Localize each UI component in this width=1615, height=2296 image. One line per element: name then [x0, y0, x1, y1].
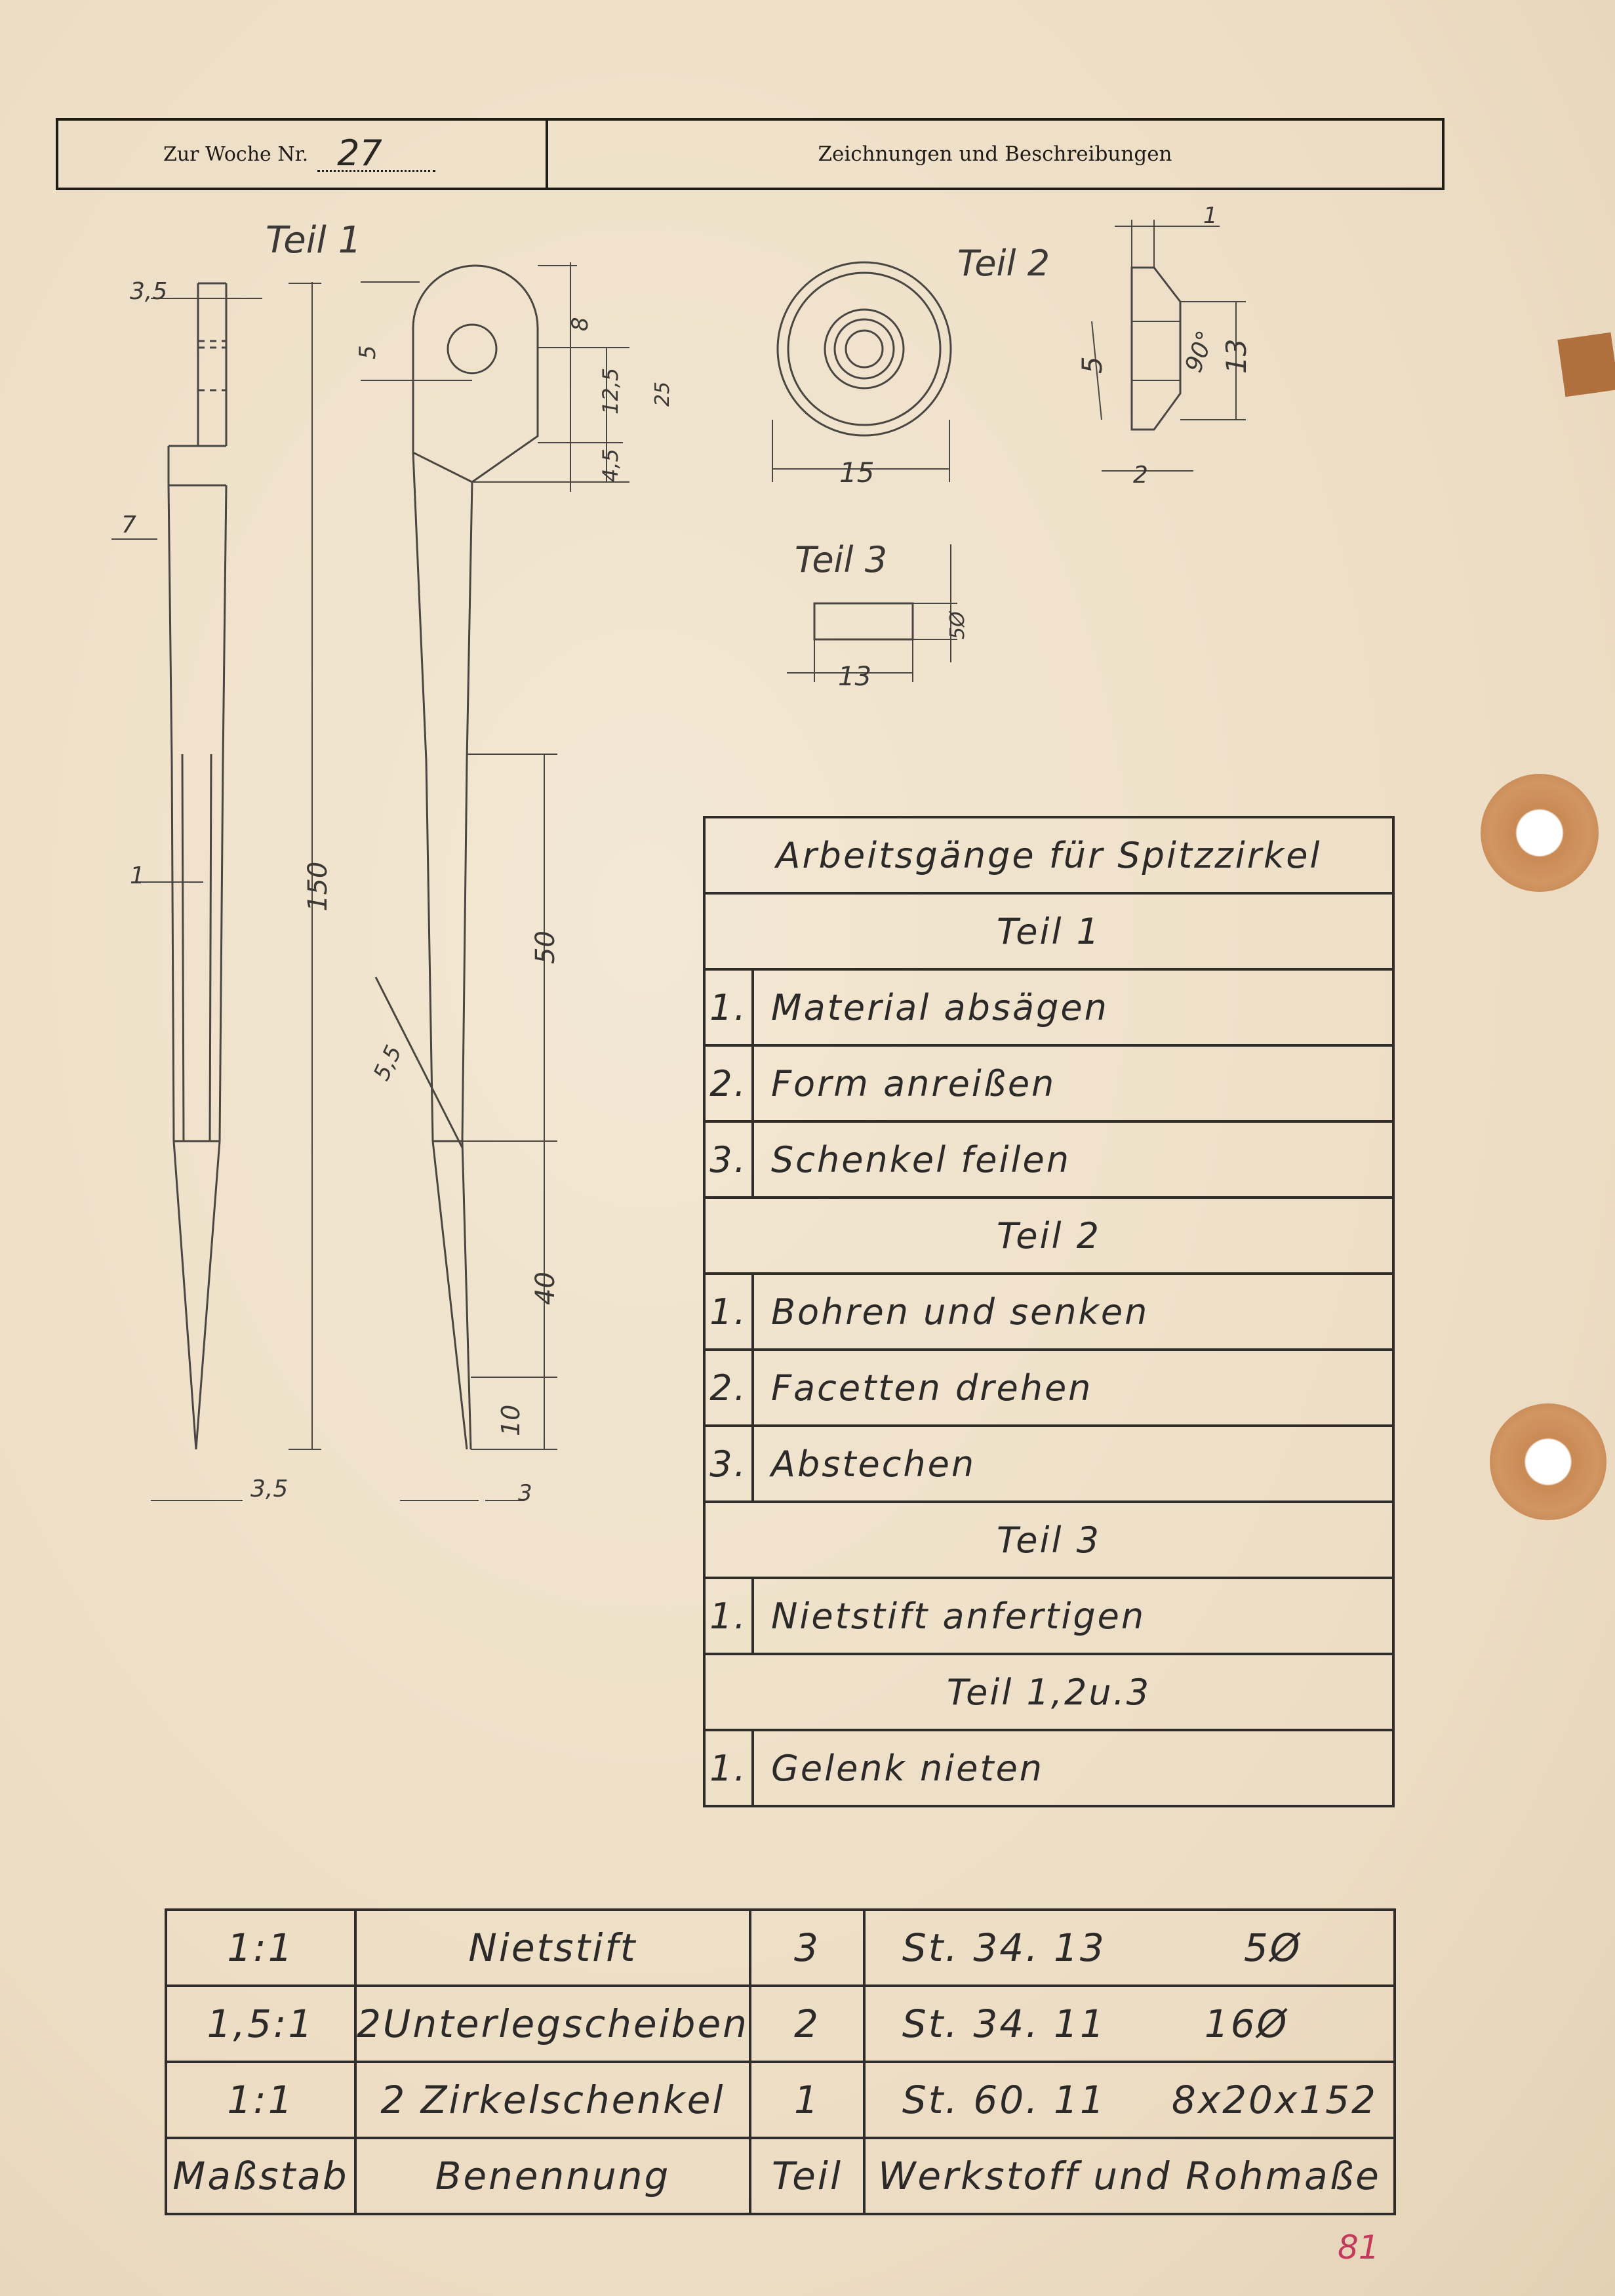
parts-row: 1:1 Nietstift 3 St. 34. 13 5Ø [165, 1908, 1397, 1987]
dim-angle: 5,5 [369, 1041, 407, 1085]
step-number: 1. [703, 1729, 754, 1807]
operations-section-heading: Teil 1 [703, 892, 1395, 971]
step-number: 3. [703, 1120, 754, 1199]
dim-washer-diameter: 15 [839, 456, 874, 489]
dim-head-total: 25 [651, 382, 674, 407]
dim-thickness: 1 [130, 862, 145, 889]
step-number: 1. [703, 968, 754, 1047]
part1-front-view [374, 264, 539, 1450]
step-number: 2. [703, 1348, 754, 1427]
material-text: St. 34. 11 [902, 2002, 1106, 2046]
dim-washer-angle: 90° [1180, 327, 1220, 376]
dim-rivet-length: 13 [838, 662, 871, 692]
dim-point-length: 10 [496, 1405, 525, 1436]
part-cell: 1 [748, 2061, 866, 2139]
punch-hole-lower [1490, 1403, 1606, 1520]
size-text: 16Ø [1204, 2002, 1289, 2046]
dim-washer-top: 1 [1203, 203, 1218, 229]
part3-rivet [787, 544, 957, 682]
name-cell: 2 Zirkelschenkel [354, 2061, 751, 2139]
dim-shank: 7 [121, 512, 136, 538]
part-cell: 3 [748, 1908, 866, 1987]
dim-tip-width: 3,5 [250, 1476, 288, 1502]
dim-head-taper: 4,5 [598, 449, 623, 482]
dim-washer-height: 13 [1220, 339, 1252, 374]
step-text: Form anreißen [751, 1044, 1395, 1123]
operation-row: 2.Facetten drehen [703, 1348, 1395, 1427]
operation-row: 1.Gelenk nieten [703, 1729, 1395, 1807]
parts-row: 1:1 2 Zirkelschenkel 1 St. 60. 11 8x20x15… [165, 2061, 1397, 2139]
dim-washer-bore: 5 [1076, 356, 1108, 374]
scale-cell: 1:1 [165, 1908, 357, 1987]
operation-row: 1.Material absägen [703, 968, 1395, 1047]
step-text: Facetten drehen [751, 1348, 1395, 1427]
part1-side-view [167, 282, 228, 1450]
size-text: 5Ø [1243, 1925, 1302, 1970]
step-text: Schenkel feilen [751, 1120, 1395, 1199]
parts-footer-row: Maßstab Benennung Teil Werkstoff und Roh… [165, 2137, 1397, 2215]
step-number: 1. [703, 1577, 754, 1655]
operations-section-heading: Teil 1,2u.3 [703, 1653, 1395, 1731]
step-number: 3. [703, 1424, 754, 1503]
part2-label: Teil 2 [957, 243, 1050, 284]
scale-cell: 1:1 [165, 2061, 357, 2139]
week-number: 27 [317, 135, 436, 172]
material-text: St. 34. 13 [902, 1925, 1106, 1970]
material-cell: St. 60. 11 8x20x152 [862, 2061, 1397, 2139]
header-title: Zeichnungen und Beschreibungen [818, 142, 1172, 166]
operation-row: 1.Bohren und senken [703, 1272, 1395, 1351]
scale-header: Maßstab [165, 2137, 357, 2215]
dim-eye-offset: 5 [355, 345, 381, 359]
part-cell: 2 [748, 1984, 866, 2063]
operation-row: 1.Nietstift anfertigen [703, 1577, 1395, 1655]
material-header: Werkstoff und Rohmaße [862, 2137, 1397, 2215]
name-cell: 2Unterlegscheiben [354, 1984, 751, 2063]
part3-label: Teil 3 [795, 539, 887, 580]
operations-table: Arbeitsgänge für Spitzzirkel Teil 1 1.Ma… [703, 816, 1395, 1807]
dim-blade-length: 50 [530, 931, 561, 964]
dim-point-width: 3 [518, 1480, 532, 1506]
size-text: 8x20x152 [1171, 2078, 1378, 2122]
week-field: Zur Woche Nr. 27 [58, 121, 548, 188]
operations-title: Arbeitsgänge für Spitzzirkel [703, 816, 1395, 895]
operation-row: 3.Schenkel feilen [703, 1120, 1395, 1199]
step-text: Material absägen [751, 968, 1395, 1047]
material-text: St. 60. 11 [902, 2078, 1106, 2122]
step-text: Abstechen [751, 1424, 1395, 1503]
week-label: Zur Woche Nr. [163, 142, 309, 166]
step-text: Gelenk nieten [751, 1729, 1395, 1807]
step-text: Bohren und senken [751, 1272, 1395, 1351]
sheet-header: Zur Woche Nr. 27 Zeichnungen und Beschre… [56, 118, 1445, 190]
dim-washer-bottom: 2 [1133, 462, 1148, 489]
operations-section-heading: Teil 3 [703, 1500, 1395, 1579]
corner-mark: 81 [1338, 2228, 1380, 2266]
material-cell: St. 34. 11 16Ø [862, 1984, 1397, 2063]
part1-label: Teil 1 [266, 219, 361, 262]
part-header: Teil [748, 2137, 866, 2215]
operations-section-heading: Teil 2 [703, 1196, 1395, 1275]
dim-total-length: 150 [303, 862, 333, 912]
part1-dimension-lines [111, 262, 629, 1501]
material-cell: St. 34. 13 5Ø [862, 1908, 1397, 1987]
parts-list-table: 1:1 Nietstift 3 St. 34. 13 5Ø 1,5:1 2Unte… [165, 1908, 1397, 2215]
scale-cell: 1,5:1 [165, 1984, 357, 2063]
dim-eye-height: 8 [567, 317, 593, 331]
dim-head: 12,5 [598, 368, 623, 414]
parts-row: 1,5:1 2Unterlegscheiben 2 St. 34. 11 16Ø [165, 1984, 1397, 2063]
punch-hole-upper [1481, 774, 1599, 892]
part2-washer [772, 220, 1246, 482]
dim-tip-length: 40 [530, 1272, 561, 1305]
dim-top-width: 3,5 [130, 278, 167, 305]
operation-row: 2.Form anreißen [703, 1044, 1395, 1123]
tape-fragment [1557, 332, 1615, 397]
operation-row: 3.Abstechen [703, 1424, 1395, 1503]
step-text: Nietstift anfertigen [751, 1577, 1395, 1655]
name-header: Benennung [354, 2137, 751, 2215]
name-cell: Nietstift [354, 1908, 751, 1987]
step-number: 2. [703, 1044, 754, 1123]
step-number: 1. [703, 1272, 754, 1351]
dim-rivet-diameter: 5Ø [946, 611, 969, 639]
